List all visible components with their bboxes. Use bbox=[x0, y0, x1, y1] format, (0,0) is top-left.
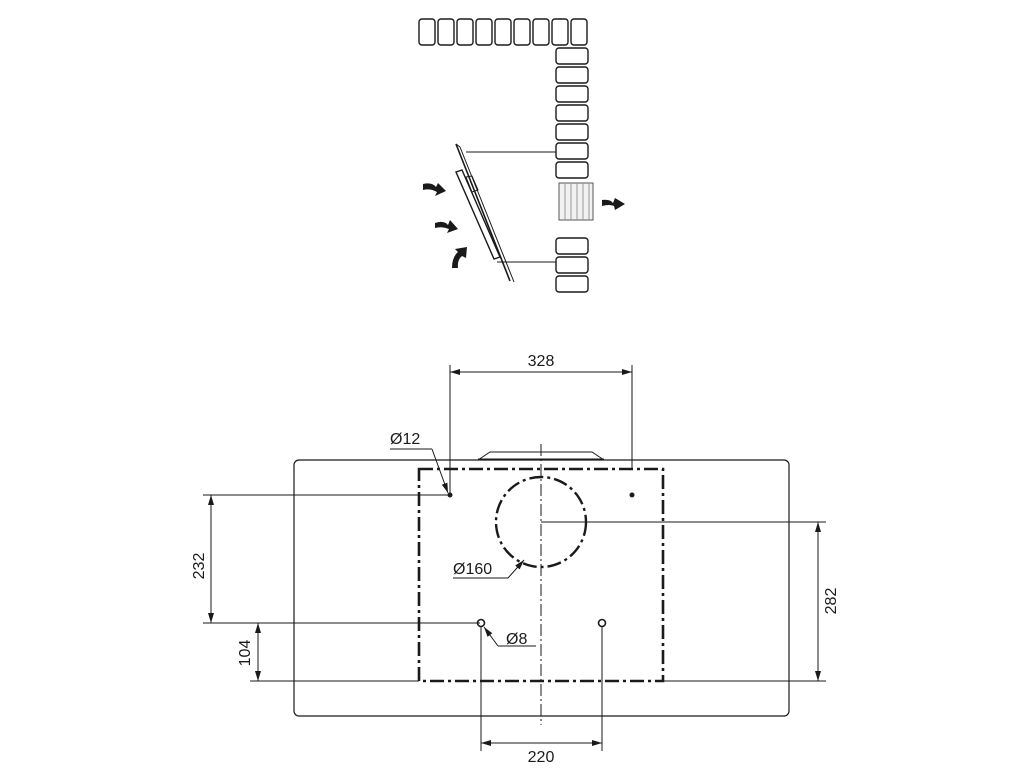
hood-body bbox=[455, 143, 515, 283]
dim-o160: Ø160 bbox=[453, 559, 525, 579]
exhaust-arrow-icon bbox=[602, 198, 625, 210]
ceiling-bricks bbox=[418, 18, 588, 46]
front-view: 328 Ø12 232 104 Ø160 bbox=[191, 353, 840, 766]
dim-label-232: 232 bbox=[191, 553, 208, 580]
dim-label-282: 282 bbox=[823, 588, 840, 615]
side-view bbox=[418, 18, 625, 293]
hole-top-right bbox=[629, 492, 635, 498]
hole-bottom-right bbox=[597, 618, 607, 628]
wall-vent bbox=[558, 182, 594, 221]
dim-label-o12: Ø12 bbox=[390, 431, 420, 448]
dim-328: 328 bbox=[449, 353, 633, 495]
airflow-arrow-icon bbox=[435, 220, 458, 233]
dim-220: 220 bbox=[480, 627, 603, 766]
airflow-arrow-icon bbox=[423, 183, 446, 196]
intake-arrows bbox=[423, 183, 467, 268]
dim-o8: Ø8 bbox=[483, 626, 536, 648]
dim-label-220: 220 bbox=[528, 749, 555, 766]
dim-label-104: 104 bbox=[237, 640, 254, 667]
dim-o12: Ø12 bbox=[390, 431, 449, 494]
dim-label-o8: Ø8 bbox=[506, 631, 527, 648]
dim-282: 282 bbox=[541, 521, 840, 682]
dim-label-o160: Ø160 bbox=[453, 561, 492, 578]
airflow-arrow-icon bbox=[452, 247, 467, 268]
dim-label-328: 328 bbox=[528, 353, 555, 370]
dim-104: 104 bbox=[237, 623, 419, 682]
wall-bricks bbox=[555, 47, 589, 293]
dim-232: 232 bbox=[191, 494, 480, 624]
